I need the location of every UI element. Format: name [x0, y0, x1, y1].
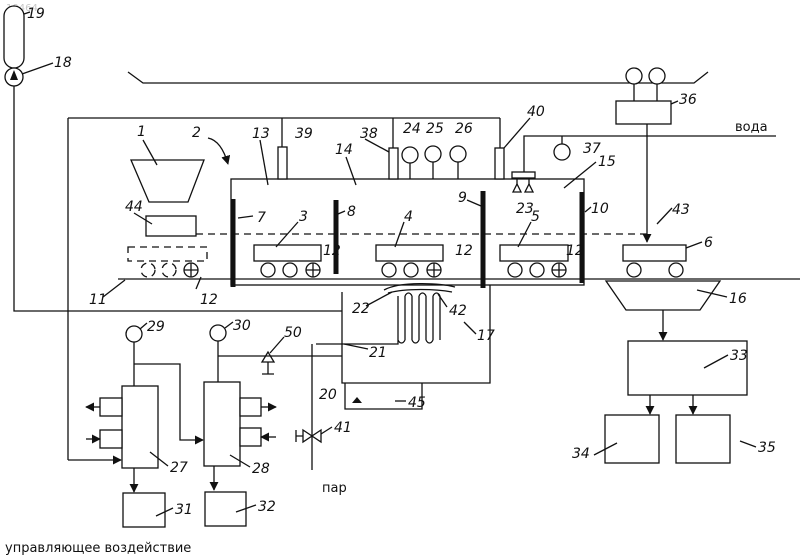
controller-27-port-b	[100, 430, 122, 448]
hopper-16	[606, 281, 720, 310]
svg-text:34: 34	[572, 446, 590, 462]
storage-tank-19	[4, 6, 24, 68]
nozzles-23	[512, 172, 535, 192]
svg-text:33: 33	[730, 348, 748, 364]
svg-text:13: 13	[252, 126, 270, 142]
controller-27	[122, 386, 158, 468]
svg-text:25: 25	[426, 121, 444, 137]
pointer-2	[208, 138, 228, 164]
svg-text:38: 38	[360, 126, 378, 142]
tray-6	[623, 245, 686, 277]
controller-28	[204, 382, 240, 466]
svg-text:8: 8	[347, 204, 356, 220]
svg-text:10: 10	[591, 201, 609, 217]
svg-text:6: 6	[704, 235, 713, 251]
svg-text:19: 19	[27, 6, 45, 22]
svg-text:44: 44	[125, 199, 143, 215]
controller-28-port-b	[240, 428, 261, 446]
svg-text:28: 28	[252, 461, 270, 477]
dosing-unit-44	[146, 216, 196, 236]
svg-text:15: 15	[598, 154, 616, 170]
svg-text:14: 14	[335, 142, 353, 158]
unit-31	[123, 493, 165, 527]
svg-text:1: 1	[137, 124, 146, 140]
valve-41	[296, 430, 321, 442]
svg-text:4: 4	[404, 209, 413, 225]
valve-50	[262, 352, 274, 374]
svg-text:23: 23	[516, 201, 534, 217]
svg-text:43: 43	[672, 202, 690, 218]
svg-text:22: 22	[352, 301, 370, 317]
svg-text:2: 2	[192, 125, 201, 141]
svg-text:35: 35	[758, 440, 776, 456]
svg-text:45: 45	[408, 395, 426, 411]
coil-21	[398, 293, 440, 343]
svg-text:31: 31	[175, 502, 193, 518]
controller-27-port-a	[100, 398, 122, 416]
pump-18	[5, 68, 23, 86]
svg-text:12: 12	[455, 243, 473, 259]
svg-text:42: 42	[449, 303, 467, 319]
sensor-39	[278, 118, 287, 179]
gauges-36	[626, 68, 665, 101]
gauge-30	[210, 325, 226, 341]
svg-text:3: 3	[299, 209, 308, 225]
gauges-24-25-26	[402, 146, 466, 179]
tray-4	[376, 245, 443, 277]
svg-text:7: 7	[257, 210, 266, 226]
gauge-37	[554, 136, 570, 160]
tray-wheels-left	[141, 263, 198, 277]
svg-text:9: 9	[458, 190, 467, 206]
svg-text:39: 39	[295, 126, 313, 142]
gauge-29	[126, 326, 142, 342]
svg-text:11: 11	[89, 292, 107, 308]
svg-text:12: 12	[200, 292, 218, 308]
svg-text:16: 16	[729, 291, 747, 307]
svg-text:41: 41	[334, 420, 352, 436]
control-action-label: управляющее воздействие	[5, 541, 191, 556]
tray-3	[254, 245, 321, 277]
sensor-38	[389, 118, 398, 179]
tray-5	[500, 245, 568, 277]
svg-text:29: 29	[147, 319, 165, 335]
controller-36	[616, 101, 671, 124]
svg-text:21: 21	[369, 345, 387, 361]
svg-text:12: 12	[566, 243, 584, 259]
tray-outline	[128, 247, 207, 261]
svg-text:24: 24	[403, 121, 421, 137]
svg-text:26: 26	[455, 121, 473, 137]
svg-text:36: 36	[679, 92, 697, 108]
svg-text:30: 30	[233, 318, 251, 334]
coil-outlet	[316, 340, 398, 344]
unit-34	[605, 415, 659, 463]
svg-text:32: 32	[258, 499, 276, 515]
svg-text:20: 20	[319, 387, 337, 403]
svg-text:17: 17	[477, 328, 495, 344]
svg-text:27: 27	[170, 460, 188, 476]
drain-arrow	[352, 397, 362, 403]
sensor-40	[495, 118, 504, 179]
svg-text:50: 50	[284, 325, 302, 341]
svg-text:40: 40	[527, 104, 545, 120]
unit-32	[205, 492, 246, 526]
svg-text:12: 12	[323, 243, 341, 259]
upper-conveyor	[128, 72, 708, 83]
unit-35	[676, 415, 730, 463]
hopper-1	[131, 160, 204, 202]
water-label: вода	[735, 120, 768, 135]
steam-label: пар	[322, 481, 347, 496]
svg-text:18: 18	[54, 55, 72, 71]
controller-28-port-a	[240, 398, 261, 416]
